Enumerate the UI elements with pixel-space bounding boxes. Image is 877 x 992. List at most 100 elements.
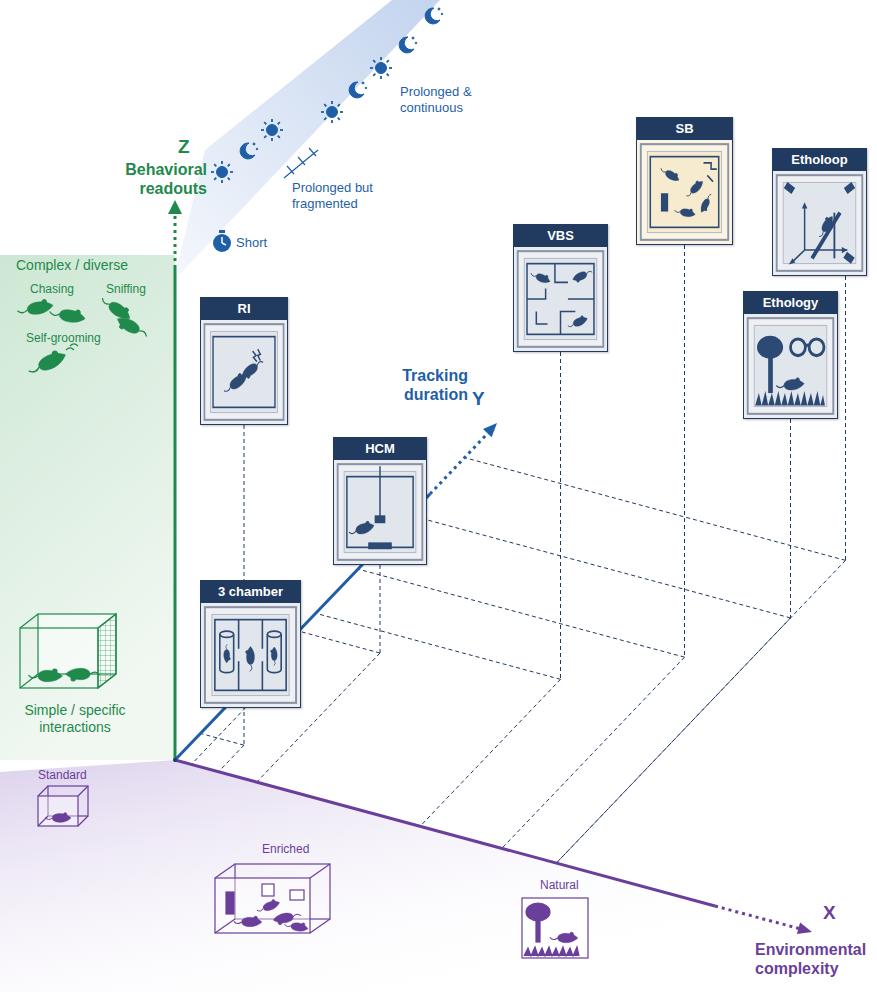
method-card: SB: [636, 117, 733, 245]
method-icon-part: [246, 646, 255, 671]
method-icon-part: [647, 151, 721, 232]
enriched-cage-part: [290, 890, 304, 900]
x-axis-part: [797, 923, 812, 935]
card-header: Etholoop: [773, 149, 866, 171]
method-icon-part: [518, 251, 604, 347]
projection-dash-part: [464, 457, 846, 560]
standard-cage-part: [38, 816, 48, 826]
method-icon-part: [684, 178, 705, 199]
method-icon-part-part: [650, 157, 718, 228]
method-icon-part-part: [238, 661, 240, 690]
continuous-day-night-part: [399, 37, 417, 53]
method-name: VBS: [547, 228, 574, 243]
projection-dash: [191, 698, 250, 764]
x-axis-part: [715, 906, 799, 929]
card-header: HCM: [334, 438, 426, 460]
annotation-label: Enriched: [262, 842, 309, 856]
standard-cage-part: [45, 813, 71, 823]
method-icon: [637, 140, 732, 244]
method-icon-part-part: [805, 344, 809, 347]
enriched-cage-part: [310, 864, 330, 878]
z-axis-part: [168, 200, 182, 214]
projection-dash: [315, 352, 560, 826]
method-icon: [744, 314, 837, 418]
complex-mice-part: [26, 347, 69, 377]
method-icon-part: [748, 318, 834, 414]
card-body: [201, 320, 287, 424]
method-icon-part: [567, 314, 589, 330]
method-icon-part-part: [220, 631, 234, 637]
method-icon-part: [530, 269, 552, 285]
fragmented-day-night-part: [298, 157, 305, 165]
projection-dash-part: [358, 569, 685, 657]
method-icon-part: [212, 614, 289, 695]
standard-cage-part: [38, 796, 78, 826]
enriched-cage-part: [215, 919, 235, 933]
enriched-cage-part: [284, 920, 309, 933]
method-icon-part-part: [662, 194, 668, 211]
method-card: Etholoop: [772, 148, 867, 276]
method-icon-part: [348, 520, 375, 538]
method-icon-part: [215, 620, 286, 691]
projection-dash-part: [409, 515, 791, 618]
stopwatch-icon: [213, 230, 231, 252]
simple-cage-part: [20, 614, 38, 628]
method-icon-part: [527, 264, 594, 335]
method-icon-part: [792, 206, 848, 262]
method-icon-part-part: [258, 349, 261, 360]
method-icon: [514, 247, 607, 351]
method-card: VBS: [513, 224, 608, 352]
continuous-day-night-part: [349, 82, 367, 98]
method-icon-part: [572, 268, 594, 284]
enriched-cage: [215, 864, 330, 933]
simple-cage: [20, 614, 116, 688]
z-axis: [168, 200, 182, 760]
projection-dash: [409, 419, 791, 863]
complex-mice-part: [49, 305, 87, 324]
complex-mice-part: [99, 293, 134, 323]
continuous-day-night-part: [425, 8, 443, 24]
annotation-label: Simple / specific interactions: [10, 702, 140, 736]
method-icon: [773, 171, 866, 275]
projection-dash-part: [219, 745, 244, 772]
card-header: VBS: [514, 225, 607, 247]
method-icon-part: [816, 213, 836, 239]
method-icon-part: [650, 157, 718, 228]
stopwatch-icon-part: [219, 230, 225, 233]
annotation-label: Prolonged but fragmented: [292, 180, 392, 211]
projection-dash-part: [560, 352, 561, 679]
stopwatch-icon-part: [213, 234, 231, 252]
annotation-label: Standard: [38, 768, 87, 782]
method-icon-part-part: [375, 516, 384, 522]
axis-label: Z: [178, 136, 190, 159]
continuous-day-night-part: [321, 101, 343, 123]
simple-cage-part: [28, 669, 62, 682]
projection-dash-part: [380, 565, 381, 653]
projection-dash-part: [502, 657, 685, 848]
enriched-cage-part: [226, 892, 234, 914]
method-name: SB: [675, 121, 693, 136]
method-icon-part-part: [262, 620, 264, 649]
method-name: HCM: [365, 441, 395, 456]
simple-cage-part: [20, 628, 98, 688]
card-body: [744, 314, 837, 418]
fragmented-day-night-part: [287, 166, 294, 174]
card-header: RI: [201, 298, 287, 320]
method-icon-part: [213, 337, 275, 408]
natural-habitat: [522, 898, 588, 958]
method-icon-part-part: [262, 661, 264, 690]
method-icon-part-part: [789, 258, 796, 264]
method-icon-part-part: [804, 206, 805, 250]
method-icon-part-part: [379, 466, 380, 516]
method-icon-part: [699, 192, 715, 214]
method-icon-part-part: [833, 213, 835, 259]
fragmented-day-night-part: [240, 143, 258, 159]
method-name: 3 chamber: [218, 584, 283, 599]
duration-plane: [176, 0, 440, 274]
fragmented-day-night-part: [309, 148, 316, 156]
method-icon-part: [210, 331, 277, 412]
natural-habitat-part: [524, 947, 579, 956]
method-icon-part: [240, 357, 265, 381]
